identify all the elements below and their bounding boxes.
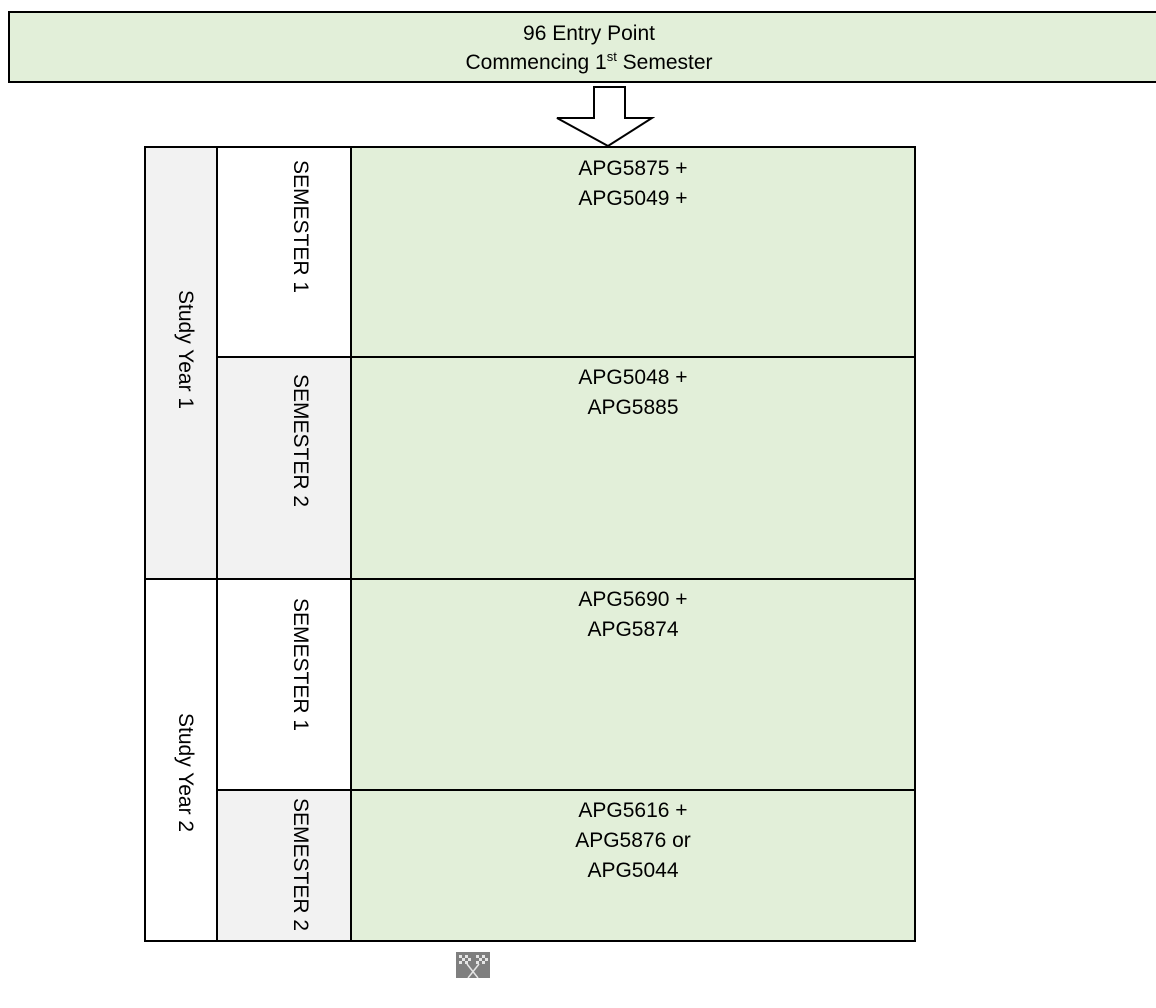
y1-semester-1-cell: SEMESTER 1 (218, 148, 352, 357)
y1-semester-2-units: APG5048 + APG5885 (352, 357, 914, 579)
entry-point-title: 96 Entry Point (523, 22, 655, 45)
unit-code: APG5049 + (578, 187, 688, 210)
y1-semester-1-units: APG5875 + APG5049 + (352, 148, 914, 357)
y2-semester-1-label: SEMESTER 1 (289, 598, 312, 732)
unit-code: APG5885 (587, 396, 679, 419)
y2-semester-2-label: SEMESTER 2 (289, 798, 312, 932)
unit-code: APG5044 (587, 859, 679, 882)
unit-code: APG5048 + (578, 366, 688, 389)
unit-code: APG5616 + (578, 799, 688, 822)
entry-point-header: 96 Entry Point Commencing 1st Semester (8, 11, 1156, 83)
y1-semester-2-label: SEMESTER 2 (289, 374, 312, 508)
study-year-2-label: Study Year 2 (174, 713, 197, 833)
y1-semester-2-cell: SEMESTER 2 (218, 357, 352, 579)
divider (218, 356, 914, 358)
study-plan-grid: Study Year 1 Study Year 2 SEMESTER 1 SEM… (144, 146, 916, 942)
y2-semester-1-units: APG5690 + APG5874 (352, 579, 914, 790)
y2-semester-1-cell: SEMESTER 1 (218, 579, 352, 790)
study-year-2-cell: Study Year 2 (146, 579, 218, 940)
y2-semester-2-units: APG5616 + APG5876 or APG5044 (352, 790, 914, 940)
checkered-flag-icon (456, 952, 490, 978)
divider (146, 578, 914, 580)
y2-semester-2-cell: SEMESTER 2 (218, 790, 352, 940)
unit-code: APG5874 (587, 618, 679, 641)
unit-code: APG5875 + (578, 157, 688, 180)
study-year-1-label: Study Year 1 (174, 290, 197, 410)
y1-semester-1-label: SEMESTER 1 (289, 160, 312, 294)
down-arrow-icon (556, 86, 655, 148)
unit-code: APG5876 or (575, 829, 691, 852)
study-year-1-cell: Study Year 1 (146, 148, 218, 579)
commencing-semester: Commencing 1st Semester (465, 49, 713, 74)
divider (218, 789, 914, 791)
unit-code: APG5690 + (578, 588, 688, 611)
